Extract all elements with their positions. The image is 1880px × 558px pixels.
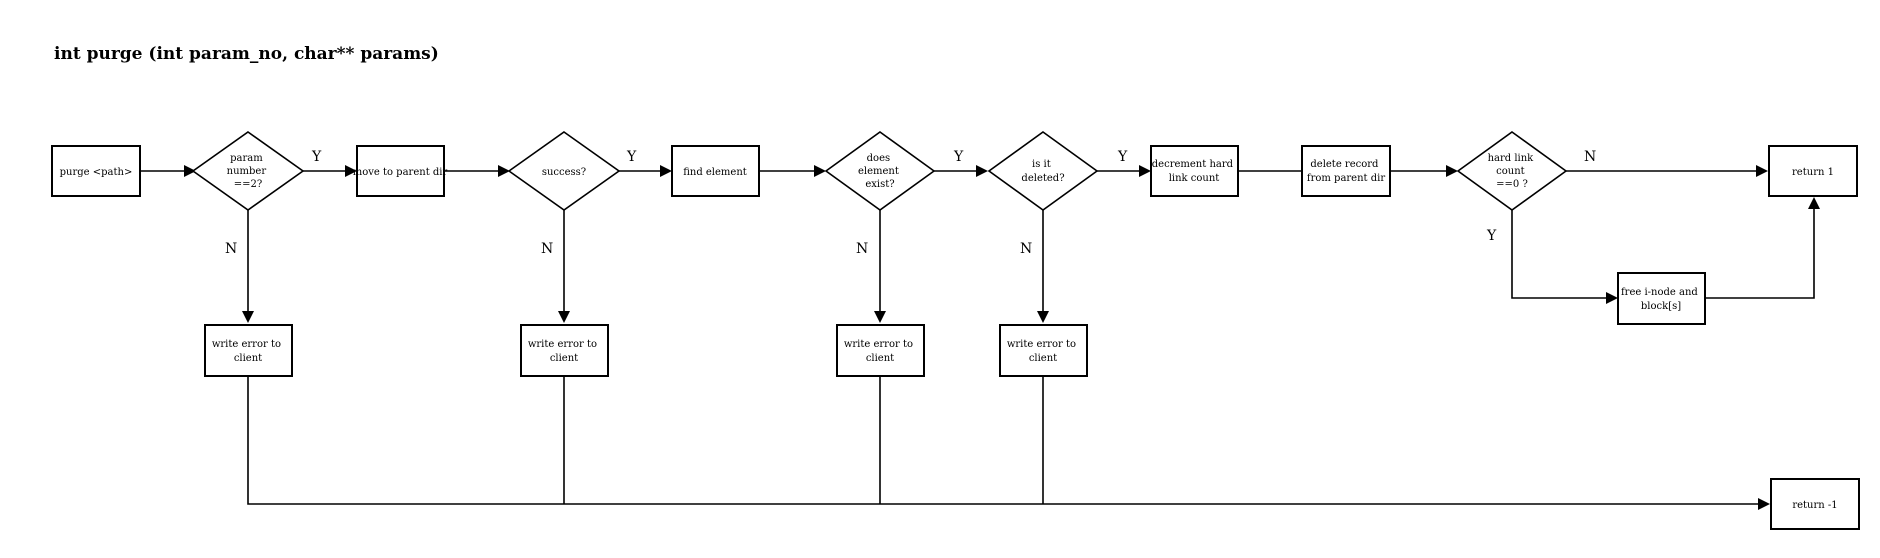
label-no: N <box>1584 149 1596 165</box>
node-delete-record-label: delete record from parent dir <box>1307 159 1385 184</box>
node-find-element: find element <box>671 145 760 197</box>
node-write-error: write error to client <box>204 324 293 377</box>
edge-free-to-return1 <box>1700 207 1815 299</box>
node-purge-path: purge <path> <box>51 145 141 197</box>
edge-hardlink-yes <box>1511 210 1608 299</box>
node-delete-record: delete record from parent dir <box>1301 145 1391 197</box>
node-return-1-label: return 1 <box>1792 167 1834 178</box>
node-write-error-label: write error to client <box>528 339 600 364</box>
decision-hard-link-count-label: hard link count ==0 ? <box>1488 153 1537 190</box>
label-yes: Y <box>311 149 322 165</box>
node-free-inode: free i-node and block[s] <box>1617 272 1706 325</box>
node-purge-path-label: purge <path> <box>60 167 133 178</box>
edge-labels: Y Y Y Y Y N N N N N <box>225 149 1596 257</box>
node-return-minus-1-label: return -1 <box>1792 500 1837 511</box>
node-decrement-label: decrement hard link count <box>1152 159 1236 184</box>
node-find-element-label: find element <box>683 167 747 178</box>
decision-success-label: success? <box>542 167 586 178</box>
label-yes: Y <box>1117 149 1128 165</box>
decision-is-deleted-label: is it deleted? <box>1021 159 1064 184</box>
label-no: N <box>225 241 237 257</box>
label-no: N <box>856 241 868 257</box>
node-write-error-label: write error to client <box>212 339 284 364</box>
decision-success: success? <box>507 131 621 211</box>
node-move-to-parent-dir: move to parent dir <box>353 145 448 197</box>
decision-element-exist: does element exist? <box>824 131 936 211</box>
diagram-title: int purge (int param_no, char** params) <box>54 44 439 64</box>
label-no: N <box>1020 241 1032 257</box>
decision-is-deleted: is it deleted? <box>987 131 1099 211</box>
node-return-minus-1: return -1 <box>1770 478 1860 530</box>
node-write-error-label: write error to client <box>1007 339 1079 364</box>
edges <box>140 165 1820 510</box>
node-write-error: write error to client <box>520 324 609 377</box>
label-yes: Y <box>626 149 637 165</box>
decision-param-number: param number ==2? <box>191 131 305 211</box>
node-free-inode-label: free i-node and block[s] <box>1621 287 1701 312</box>
decision-element-exist-label: does element exist? <box>858 153 902 190</box>
edge-errors-to-return-minus1 <box>247 375 1760 505</box>
label-yes: Y <box>953 149 964 165</box>
label-no: N <box>541 241 553 257</box>
node-write-error: write error to client <box>836 324 925 377</box>
label-yes: Y <box>1486 228 1497 244</box>
node-write-error: write error to client <box>999 324 1088 377</box>
node-return-1: return 1 <box>1768 145 1858 197</box>
decision-param-number-label: param number ==2? <box>227 153 270 190</box>
node-decrement-hard-link-count: decrement hard link count <box>1150 145 1239 197</box>
node-move-to-parent-dir-label: move to parent dir <box>353 167 448 178</box>
decision-hard-link-count: hard link count ==0 ? <box>1456 131 1568 211</box>
node-write-error-label: write error to client <box>844 339 916 364</box>
